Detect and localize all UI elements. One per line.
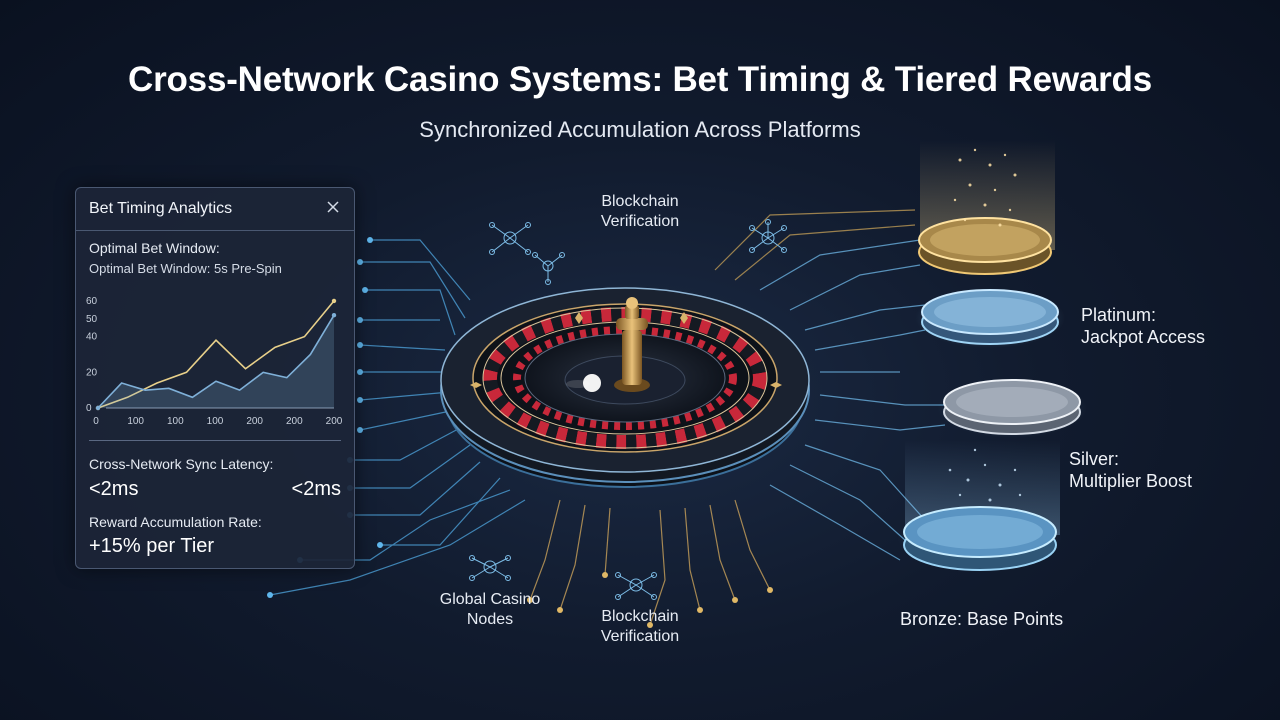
panel-divider [76,230,354,231]
network-icon-4 [469,555,511,581]
tier-bronze-label: Bronze: Base Points [900,609,1064,629]
tier-platinum-ring [915,288,1065,348]
reward-rate-label: Reward Accumulation Rate: [89,514,262,530]
x-tick-label: 0 [93,416,99,427]
label-line: Nodes [466,611,514,628]
y-tick-label: 20 [86,367,98,378]
label-line: Blockchain [601,608,679,625]
optimal-bet-window-value: Optimal Bet Window: 5s Pre-Spin [89,261,282,276]
tier-platinum-label: Platinum: Jackpot Access [1081,304,1205,348]
series-line [97,300,335,409]
x-tick-label: 200 [246,416,263,427]
sparkle-particles [953,148,1017,227]
y-tick-label: 40 [86,332,98,343]
tier-silver-label: Silver: Multiplier Boost [1069,448,1192,492]
label-line: Verification [600,628,680,645]
roulette-wheel [440,287,810,488]
x-tick-label: 200 [326,416,343,427]
series-point [95,405,101,411]
tier-silver-ring [937,378,1087,438]
circuit-lines-left [269,239,526,596]
sync-latency-value: <2ms [89,478,139,500]
circuit-lines-bottom [529,499,771,626]
tier-bronze-ring [898,440,1062,571]
circuit-lines-right [759,239,946,561]
tier-benefit: Jackpot Access [1081,327,1206,347]
circuit-lines-right-gold [714,209,916,281]
series-point [331,313,337,318]
network-icon-2 [532,252,565,285]
series-point [331,298,337,304]
network-icon-3 [749,219,787,253]
y-tick-label: 50 [86,314,98,325]
panel-title: Bet Timing Analytics [89,200,233,217]
close-icon[interactable] [324,198,342,216]
network-icon-5 [615,572,657,600]
tier-name: Silver: [1069,449,1120,469]
sync-latency-value-secondary: <2ms [291,478,341,500]
page-title: Cross-Network Casino Systems: Bet Timing… [128,60,1152,99]
x-tick-label: 100 [167,416,184,427]
x-tick-label: 100 [127,416,144,427]
y-tick-label: 60 [86,296,98,307]
global-casino-nodes-label: Global Casino Nodes [420,590,560,630]
blockchain-verification-bottom-label: Blockchain Verification [575,607,705,647]
x-tick-label: 100 [207,416,224,427]
label-line: Verification [600,213,680,230]
optimal-bet-window-label: Optimal Bet Window: [89,240,220,256]
blockchain-verification-top-label: Blockchain Verification [575,192,705,232]
bet-timing-chart: 0 20 40 50 60 0 100 100 100 200 200 200 [86,296,343,427]
network-icon-1 [489,222,531,255]
series-line [97,314,335,409]
reward-rate-value: +15% per Tier [89,535,215,557]
tier-gold-ring [915,140,1055,275]
tier-name: Platinum: [1081,305,1157,325]
bet-timing-analytics-panel: Bet Timing Analytics Optimal Bet Window:… [75,187,355,569]
x-tick-label: 200 [286,416,303,427]
label-line: Blockchain [601,193,679,210]
page-subtitle: Synchronized Accumulation Across Platfor… [419,117,861,142]
panel-divider [89,440,341,441]
sync-latency-label: Cross-Network Sync Latency: [89,456,274,472]
series-area [98,315,334,408]
y-tick-label: 0 [86,403,92,414]
tier-benefit: Multiplier Boost [1069,471,1193,491]
label-line: Global Casino [439,591,541,608]
